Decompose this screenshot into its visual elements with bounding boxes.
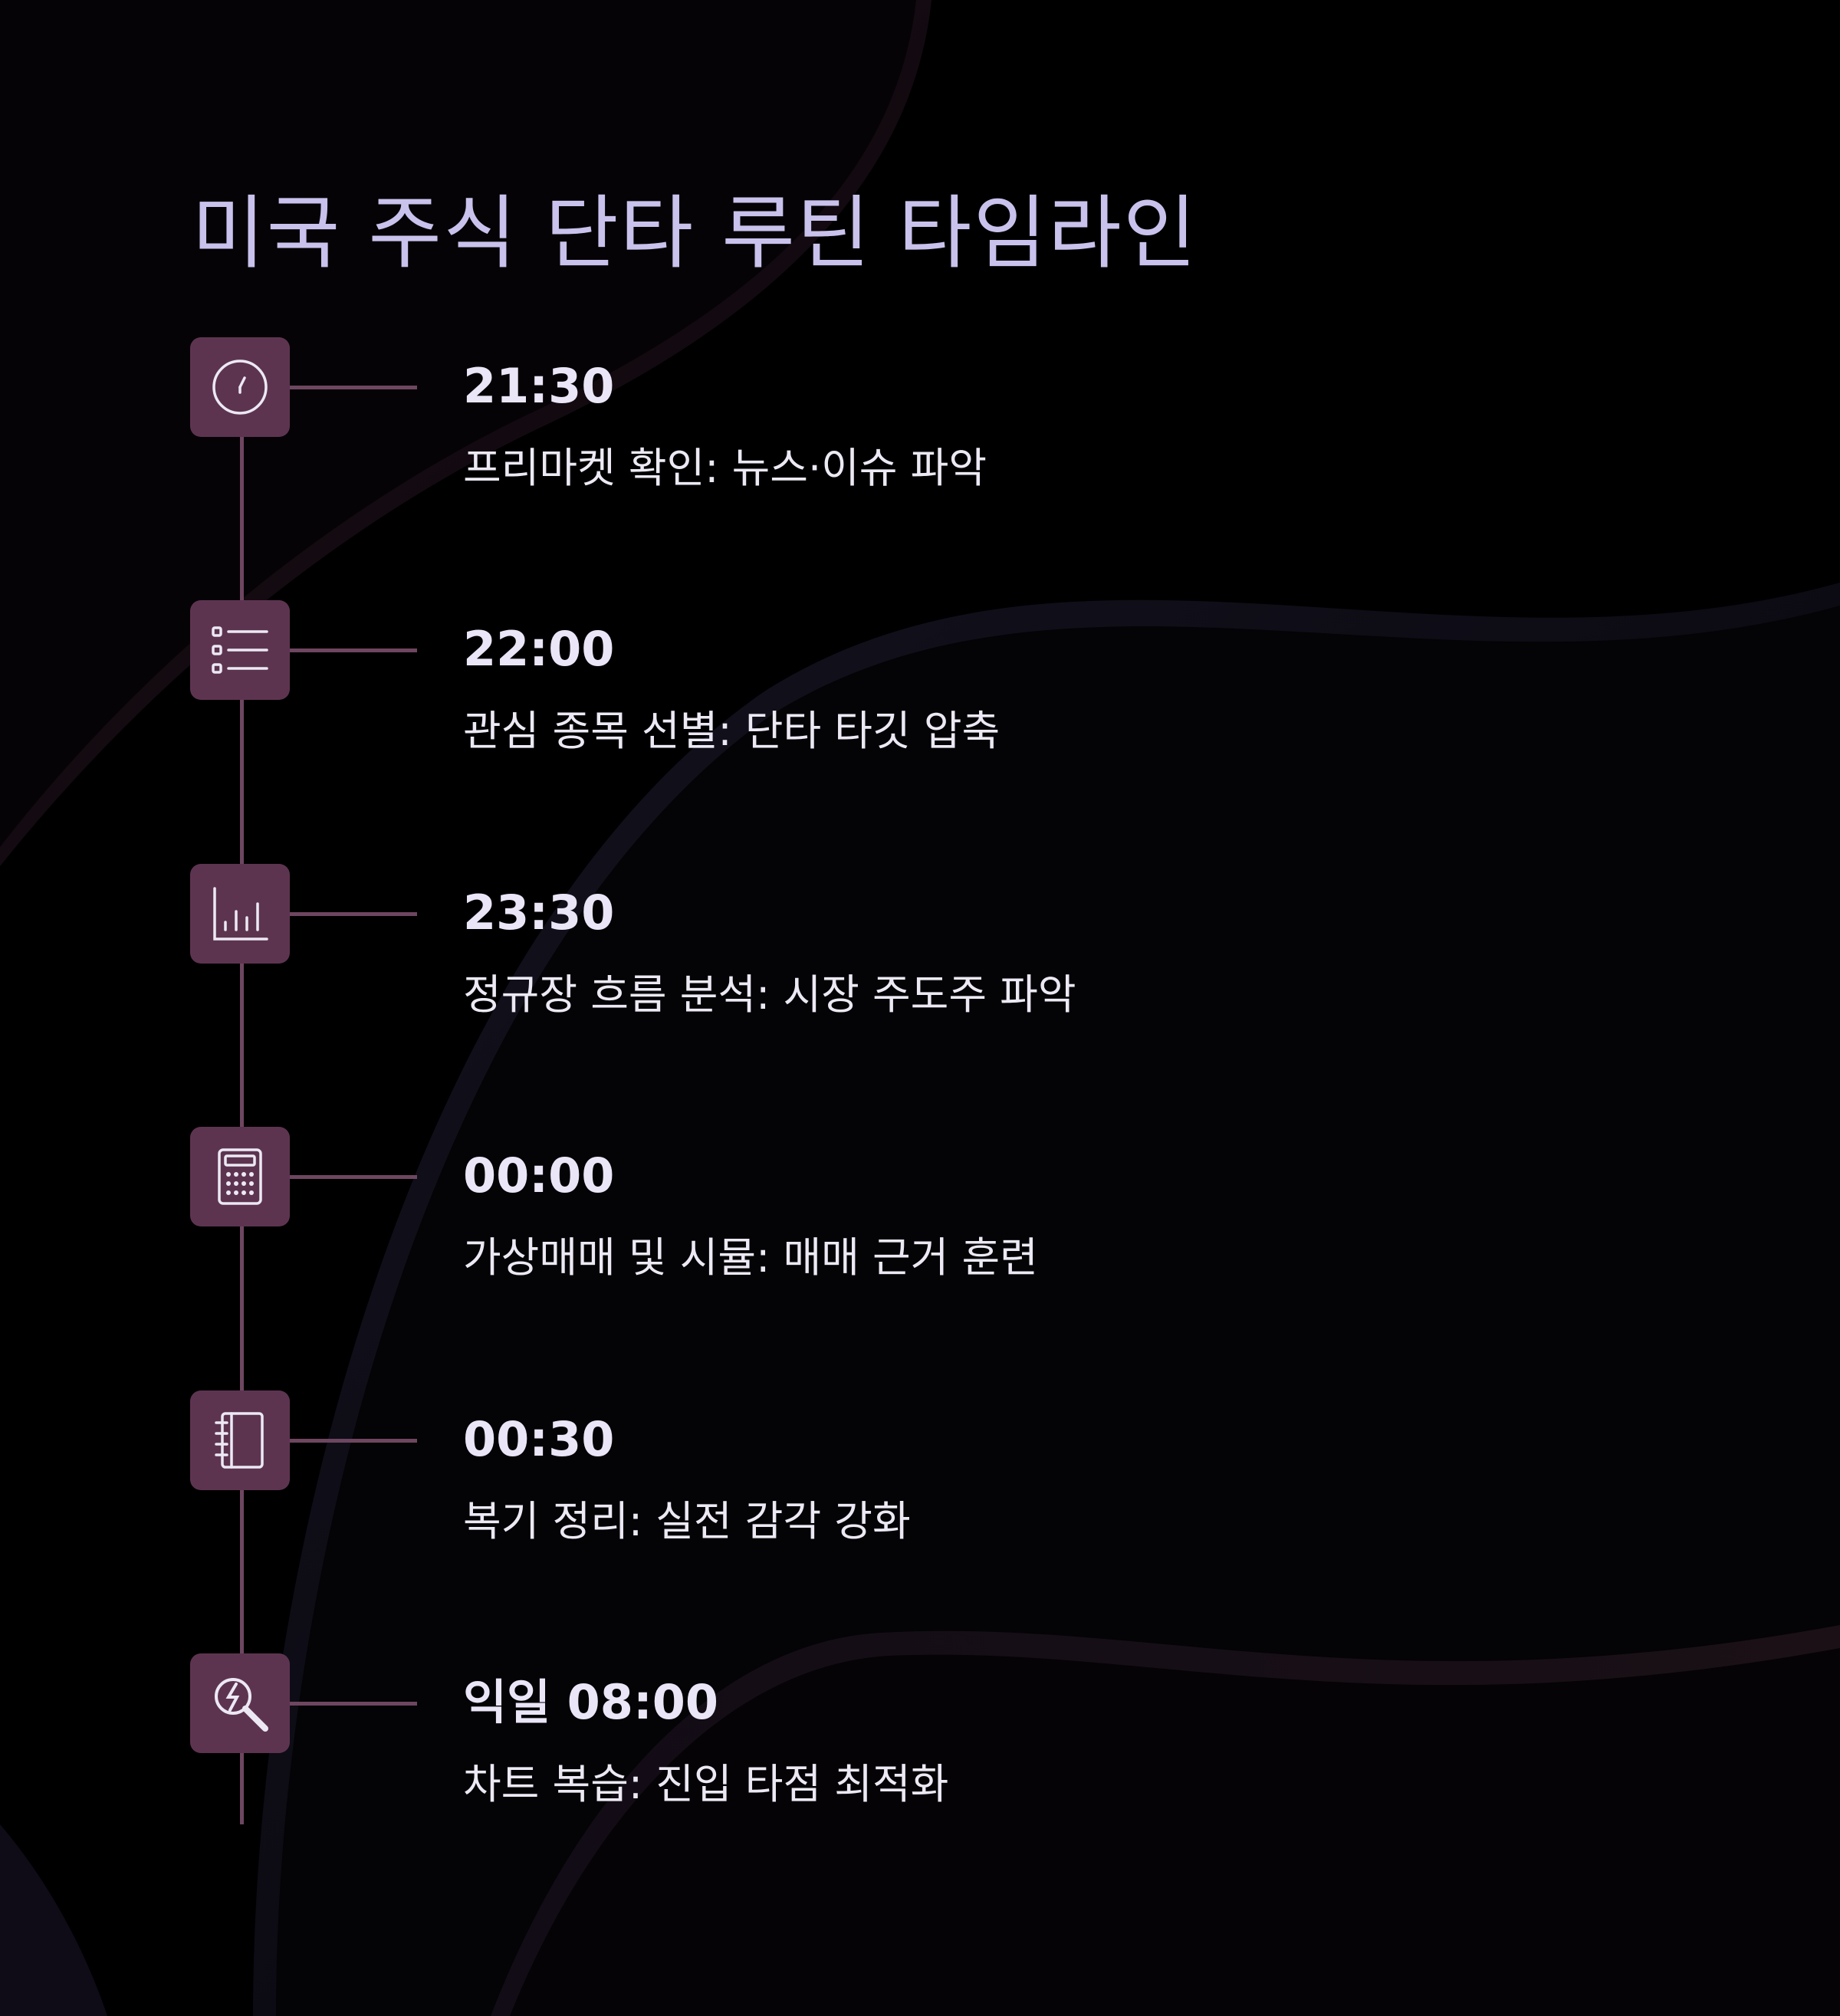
step-description: 차트 복습: 진입 타점 최적화: [463, 1760, 949, 1808]
timeline-step: 21:30 프리마켓 확인: 뉴스·이슈 파악: [0, 337, 1840, 521]
step-icon-box: [190, 600, 290, 700]
step-time: 00:30: [463, 1411, 615, 1467]
step-description: 프리마켓 확인: 뉴스·이슈 파악: [463, 444, 987, 492]
list-icon: [212, 626, 268, 674]
step-icon-box: [190, 1127, 290, 1226]
step-time: 익일 08:00: [463, 1674, 719, 1730]
timeline-step: 23:30 정규장 흐름 분석: 시장 주도주 파악: [0, 864, 1840, 1048]
step-icon-box: [190, 337, 290, 437]
page-title: 미국 주식 단타 루틴 타임라인: [192, 186, 1198, 280]
step-connector: [290, 1702, 417, 1706]
step-time: 00:00: [463, 1148, 615, 1203]
clock-icon: [212, 360, 268, 415]
timeline-line: [240, 383, 244, 1824]
step-connector: [290, 1175, 417, 1179]
step-description: 정규장 흐름 분석: 시장 주도주 파악: [463, 970, 1076, 1019]
step-icon-box: [190, 864, 290, 964]
step-connector: [290, 1439, 417, 1443]
calculator-icon: [218, 1148, 262, 1205]
notebook-icon: [215, 1412, 264, 1469]
step-icon-box: [190, 1653, 290, 1753]
step-icon-box: [190, 1391, 290, 1490]
step-description: 관심 종목 선별: 단타 타깃 압축: [463, 707, 1001, 755]
timeline-step: 22:00 관심 종목 선별: 단타 타깃 압축: [0, 600, 1840, 784]
timeline-step: 익일 08:00 차트 복습: 진입 타점 최적화: [0, 1653, 1840, 1837]
step-connector: [290, 386, 417, 389]
step-connector: [290, 912, 417, 916]
analysis-search-icon: [215, 1678, 268, 1732]
step-connector: [290, 648, 417, 652]
step-description: 복기 정리: 실전 감각 강화: [463, 1497, 911, 1545]
timeline-step: 00:30 복기 정리: 실전 감각 강화: [0, 1391, 1840, 1574]
step-description: 가상매매 및 시뮬: 매매 근거 훈련: [463, 1233, 1038, 1282]
step-time: 23:30: [463, 885, 615, 941]
step-time: 21:30: [463, 358, 615, 414]
bar-chart-icon: [213, 887, 268, 941]
timeline-step: 00:00 가상매매 및 시뮬: 매매 근거 훈련: [0, 1127, 1840, 1311]
step-time: 22:00: [463, 621, 615, 677]
